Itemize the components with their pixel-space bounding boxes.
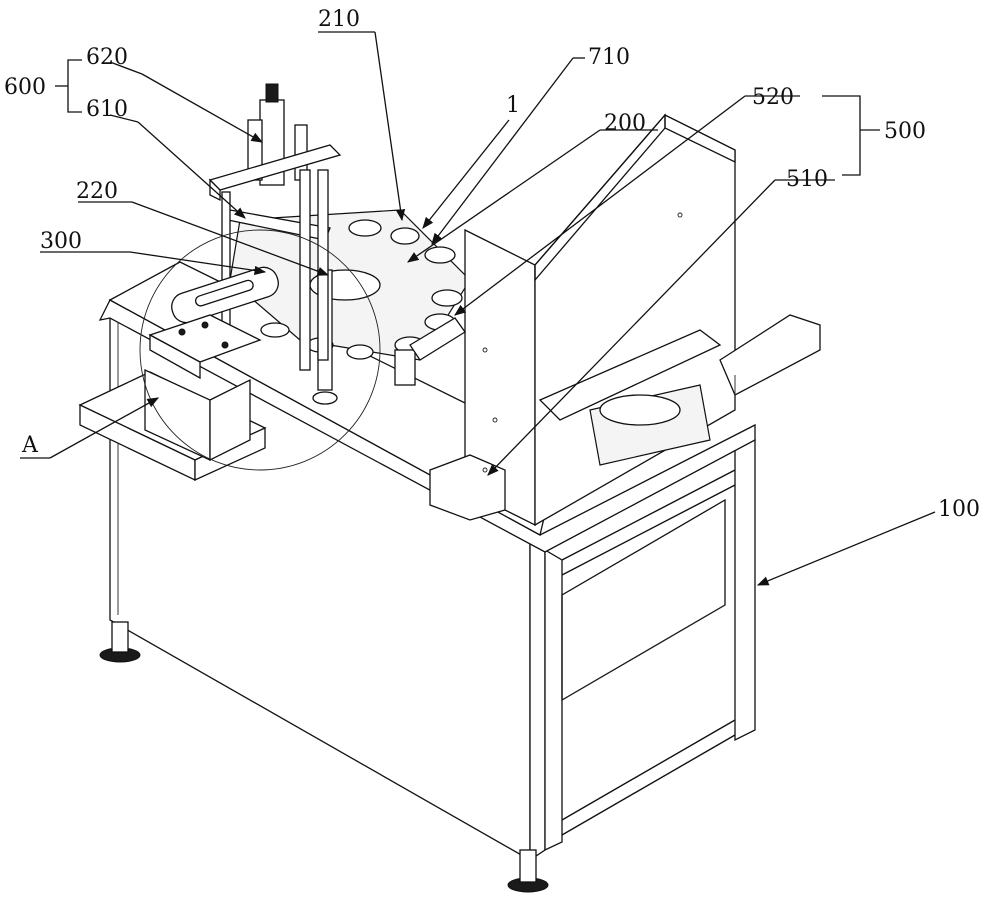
label-500: 500 <box>884 119 926 144</box>
label-220: 220 <box>76 179 118 204</box>
leader-lines <box>20 31 936 586</box>
label-510: 510 <box>786 167 828 192</box>
label-300: 300 <box>40 229 82 254</box>
left-shelf <box>78 368 267 482</box>
detail-circle-a <box>139 229 381 471</box>
label-620: 620 <box>86 45 128 70</box>
feeder-housing <box>394 113 821 527</box>
label-710: 710 <box>588 45 630 70</box>
feeder-arm <box>148 266 279 380</box>
label-210: 210 <box>318 7 360 32</box>
reference-labels: 600 620 610 220 300 A 210 1 710 200 520 … <box>4 7 980 522</box>
label-200: 200 <box>604 111 646 136</box>
label-600: 600 <box>4 75 46 100</box>
label-610: 610 <box>86 97 128 122</box>
label-520: 520 <box>752 85 794 110</box>
label-100: 100 <box>938 497 980 522</box>
label-a: A <box>21 433 39 458</box>
label-1: 1 <box>506 93 520 118</box>
